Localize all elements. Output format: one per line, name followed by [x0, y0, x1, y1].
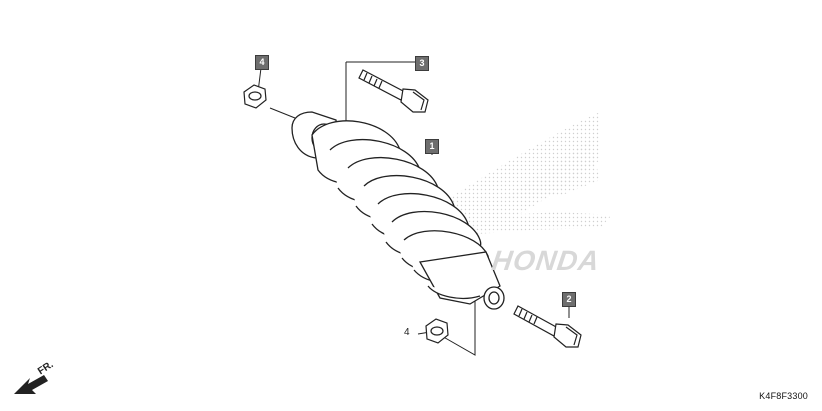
- callout-nut-lower: 4: [404, 327, 410, 338]
- diagram-code: K4F8F3300: [759, 391, 808, 401]
- bolt-upper: [358, 69, 429, 113]
- callout-bolt-lower: 2: [562, 292, 576, 307]
- nut-lower: [425, 318, 449, 344]
- bolt-lower: [513, 305, 582, 348]
- shock-absorber: [291, 111, 505, 310]
- honda-watermark-text: HONDA: [489, 245, 602, 276]
- callout-nut-upper: 4: [255, 55, 269, 70]
- callout-bolt-upper: 3: [415, 56, 429, 71]
- nut-upper: [243, 84, 267, 109]
- front-arrow-icon: [14, 375, 48, 394]
- callout-shock-absorber: 1: [425, 139, 439, 154]
- honda-wing-logo: [430, 112, 612, 236]
